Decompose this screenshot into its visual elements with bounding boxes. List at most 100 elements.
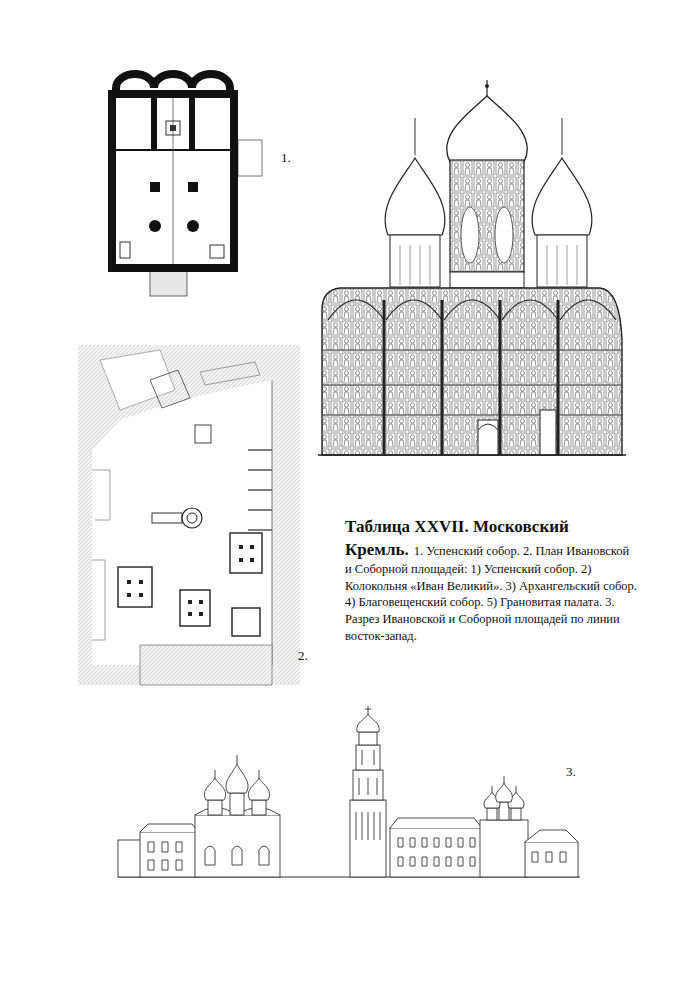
- kremlin-panorama: [356, 745, 380, 770]
- kremlin-panorama: [492, 776, 516, 792]
- kremlin-panorama: [215, 755, 259, 778]
- cathedral-floor-plan: [108, 74, 262, 296]
- kremlin-square-plan: [239, 545, 243, 549]
- kremlin-square-plan: [118, 567, 152, 607]
- kremlin-panorama: [140, 824, 198, 832]
- kremlin-panorama: [357, 714, 380, 732]
- kremlin-panorama: [487, 808, 497, 820]
- cathedral-section: [495, 207, 513, 263]
- kremlin-square-plan: [139, 593, 143, 597]
- kremlin-square-plan: [139, 580, 143, 584]
- kremlin-square-plan: [92, 470, 110, 640]
- kremlin-panorama: [204, 778, 225, 800]
- cathedral-section: [322, 288, 622, 455]
- kremlin-panorama: [148, 842, 182, 870]
- kremlin-panorama: [205, 846, 269, 865]
- kremlin-square-plan: [232, 608, 260, 636]
- kremlin-panorama: [390, 818, 482, 828]
- plate-number: 1.: [281, 150, 291, 166]
- kremlin-square-plan: [250, 558, 254, 562]
- kremlin-panorama: [140, 832, 198, 877]
- kremlin-panorama: [208, 800, 222, 815]
- cathedral-section: [390, 235, 440, 287]
- kremlin-square-plan: [140, 645, 272, 685]
- cathedral-floor-plan: [187, 220, 199, 232]
- kremlin-panorama: [390, 828, 482, 877]
- kremlin-panorama: [496, 783, 513, 802]
- kremlin-square-plan: [239, 558, 243, 562]
- cathedral-section: [318, 454, 626, 455]
- kremlin-square-plan: [127, 593, 131, 597]
- kremlin-panorama: [248, 778, 269, 800]
- kremlin-panorama: [398, 838, 475, 866]
- cathedral-floor-plan: [108, 90, 238, 272]
- kremlin-square-plan: [100, 350, 175, 410]
- cathedral-section: [562, 118, 563, 155]
- kremlin-square-plan: [78, 345, 300, 685]
- cathedral-floor-plan: [150, 182, 160, 192]
- kremlin-square-plan: [187, 513, 197, 523]
- kremlin-square-plan: [150, 370, 190, 408]
- kremlin-square-plan: [199, 600, 203, 604]
- kremlin-square-plan: [127, 545, 254, 616]
- kremlin-square-plan: [199, 612, 203, 616]
- cathedral-section: [447, 96, 528, 162]
- kremlin-panorama: [532, 852, 566, 862]
- cathedral-floor-plan: [120, 242, 130, 258]
- kremlin-panorama: [499, 802, 509, 820]
- cathedral-section: [384, 300, 558, 455]
- kremlin-square-plan: [127, 580, 131, 584]
- cathedral-floor-plan: [150, 270, 187, 296]
- kremlin-square-plan: [118, 533, 262, 636]
- kremlin-square-plan: [250, 545, 254, 549]
- kremlin-square-plan: [92, 380, 272, 665]
- cathedral-section: [478, 424, 498, 430]
- kremlin-square-plan: [188, 612, 192, 616]
- cathedral-floor-plan: [210, 245, 224, 258]
- plate-caption: Таблица XXVII. Московский Кремль.1. Успе…: [345, 516, 637, 644]
- cathedral-section: [450, 272, 524, 288]
- cathedral-section: [532, 158, 592, 235]
- cathedral-floor-plan: [170, 125, 176, 131]
- cathedral-section: [485, 84, 489, 88]
- kremlin-panorama: [118, 706, 580, 877]
- cathedral-section: [322, 350, 622, 415]
- cathedral-floor-plan: [188, 182, 198, 192]
- cathedral-section: [478, 420, 498, 455]
- kremlin-square-plan: [200, 362, 260, 385]
- kremlin-panorama: [359, 732, 377, 745]
- kremlin-panorama: [525, 830, 578, 842]
- cathedral-floor-plan: [238, 140, 262, 176]
- cathedral-section: [461, 207, 479, 263]
- kremlin-square-plan: [152, 513, 182, 523]
- cathedral-section: [540, 410, 556, 455]
- kremlin-panorama: [195, 815, 280, 877]
- plate-number: 3.: [566, 764, 576, 780]
- kremlin-panorama: [480, 820, 528, 877]
- cathedral-section: [537, 235, 587, 287]
- kremlin-square-plan: [78, 345, 300, 685]
- cathedral-floor-plan: [166, 121, 180, 135]
- kremlin-panorama: [230, 793, 244, 815]
- kremlin-square-plan: [188, 600, 192, 604]
- cathedral-floor-plan: [116, 74, 230, 98]
- kremlin-panorama: [511, 808, 521, 820]
- kremlin-panorama: [118, 840, 142, 877]
- cathedral-section: [328, 300, 616, 320]
- kremlin-square-plan: [182, 508, 202, 528]
- cathedral-section: [318, 80, 626, 455]
- cathedral-floor-plan: [173, 98, 174, 264]
- cathedral-section: [450, 160, 524, 272]
- plate-number: 2.: [298, 648, 308, 664]
- kremlin-square-plan: [195, 425, 211, 443]
- kremlin-square-plan: [248, 450, 272, 530]
- kremlin-panorama: [365, 706, 371, 714]
- kremlin-panorama: [226, 764, 248, 793]
- kremlin-square-plan: [272, 380, 273, 665]
- cathedral-floor-plan: [149, 220, 161, 232]
- cathedral-section: [415, 118, 416, 155]
- kremlin-square-plan: [180, 590, 210, 626]
- cathedral-section: [385, 158, 445, 235]
- kremlin-panorama: [252, 800, 266, 815]
